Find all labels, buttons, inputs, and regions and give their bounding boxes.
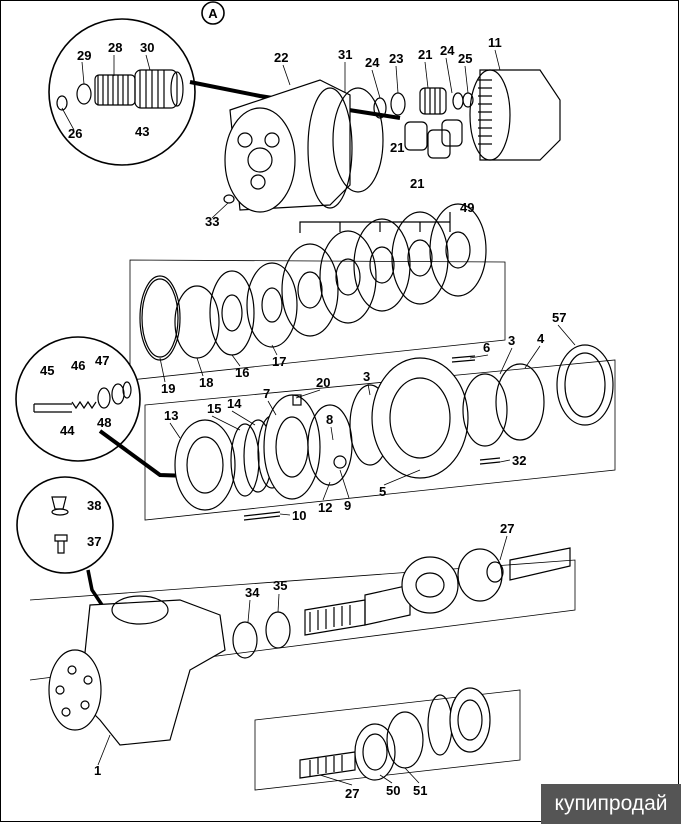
part-label-33: 33: [205, 214, 219, 229]
watermark-badge: купипродай: [541, 784, 681, 824]
part-label-46: 46: [71, 358, 85, 373]
part-label-8: 8: [326, 412, 333, 427]
part-label-44: 44: [60, 423, 75, 438]
lower-shaft-assembly: [254, 687, 521, 791]
part-label-38: 38: [87, 498, 101, 513]
part-label-29: 29: [77, 48, 91, 63]
part-label-48: 48: [97, 415, 111, 430]
part-label-30: 30: [140, 40, 154, 55]
part-label-12: 12: [318, 500, 332, 515]
part-label-14: 14: [227, 396, 242, 411]
part-label-50: 50: [386, 783, 400, 798]
part-label-22: 22: [274, 50, 288, 65]
part-label-5: 5: [379, 484, 386, 499]
top-hub-assembly: [223, 69, 561, 213]
part-label-45: 45: [40, 363, 54, 378]
part-label-17: 17: [272, 354, 286, 369]
brake-gear-assembly: [144, 344, 616, 521]
part-label-32: 32: [512, 453, 526, 468]
part-label-47: 47: [95, 353, 109, 368]
part-label-37: 37: [87, 534, 101, 549]
leader-line-bottom: [86, 569, 104, 606]
part-label-43: 43: [135, 124, 149, 139]
part-label-7: 7: [263, 386, 270, 401]
part-label-3b: 3: [363, 369, 370, 384]
view-a-label: A: [208, 6, 218, 21]
part-label-21c: 21: [410, 176, 424, 191]
part-label-23: 23: [389, 51, 403, 66]
part-label-1: 1: [94, 763, 101, 778]
part-label-20: 20: [316, 375, 330, 390]
part-label-15: 15: [207, 401, 221, 416]
part-label-24b: 24: [440, 43, 455, 58]
part-label-24a: 24: [365, 55, 380, 70]
part-label-10: 10: [292, 508, 306, 523]
part-label-51: 51: [413, 783, 427, 798]
part-label-4: 4: [537, 331, 545, 346]
detail-circle-grease-nipple: [16, 476, 114, 574]
part-label-21b: 21: [390, 140, 404, 155]
part-label-26: 26: [68, 126, 82, 141]
part-label-13: 13: [164, 408, 178, 423]
detail-circle-bolt: [15, 336, 141, 462]
part-labels: 26 29 28 30 43 22 31 24 23 21 24 25 11 2…: [40, 35, 566, 801]
part-label-11: 11: [488, 35, 502, 50]
part-label-3a: 3: [508, 333, 515, 348]
part-label-57: 57: [552, 310, 566, 325]
part-label-28: 28: [108, 40, 122, 55]
part-label-16: 16: [235, 365, 249, 380]
part-label-27b: 27: [345, 786, 359, 801]
part-label-49: 49: [460, 200, 474, 215]
part-label-9: 9: [344, 498, 351, 513]
part-label-18: 18: [199, 375, 213, 390]
part-label-35: 35: [273, 578, 287, 593]
knuckle-driveshaft-assembly: [29, 547, 576, 746]
part-label-31: 31: [338, 47, 352, 62]
part-label-21a: 21: [418, 47, 432, 62]
clutch-disc-stack: [129, 203, 506, 381]
part-label-27a: 27: [500, 521, 514, 536]
part-label-19: 19: [161, 381, 175, 396]
part-label-25: 25: [458, 51, 472, 66]
view-a-badge: A: [201, 1, 225, 25]
label-leaders: [61, 49, 576, 786]
leader-line-top: [189, 80, 401, 120]
part-label-34: 34: [245, 585, 260, 600]
part-label-6: 6: [483, 340, 490, 355]
